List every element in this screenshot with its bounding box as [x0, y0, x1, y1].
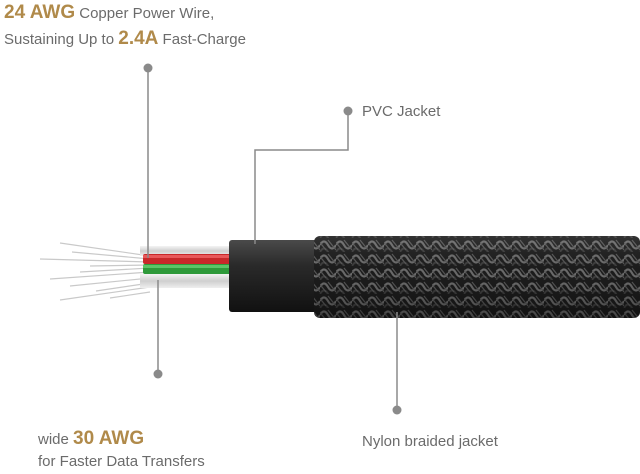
wide-text: wide — [38, 431, 74, 448]
data-wire-annotation: wide 30 AWG for Faster Data Transfers — [38, 426, 205, 472]
red-wire-highlight — [143, 255, 233, 258]
data-wire-line2: for Faster Data Transfers — [38, 452, 205, 470]
pvc-jacket — [229, 240, 319, 312]
data-wire-line1: wide 30 AWG — [38, 426, 205, 452]
pvc-jacket-label: PVC Jacket — [362, 103, 441, 120]
amperage-highlight: 2.4A — [118, 27, 159, 49]
awg24-highlight: 24 AWG — [4, 2, 76, 23]
leader-lines — [147, 68, 398, 410]
power-wire-line1: 24 AWG Copper Power Wire, — [4, 0, 246, 26]
white-wire-upper — [140, 246, 232, 256]
power-wire-annotation: 24 AWG Copper Power Wire, Sustaining Up … — [4, 0, 246, 51]
fast-charge-text: Fast-Charge — [158, 30, 246, 48]
leader-dots — [143, 63, 402, 415]
awg30-highlight: 30 AWG — [73, 428, 145, 449]
braid-shading — [314, 236, 640, 318]
sustaining-text: Sustaining Up to — [4, 30, 119, 48]
green-wire-highlight — [143, 265, 233, 268]
nylon-jacket-label: Nylon braided jacket — [362, 433, 498, 450]
power-wire-line2: Sustaining Up to 2.4A Fast-Charge — [4, 26, 246, 52]
copper-strands — [39, 242, 151, 301]
white-wire-lower — [140, 274, 232, 288]
power-wire-text: Copper Power Wire, — [75, 5, 215, 22]
